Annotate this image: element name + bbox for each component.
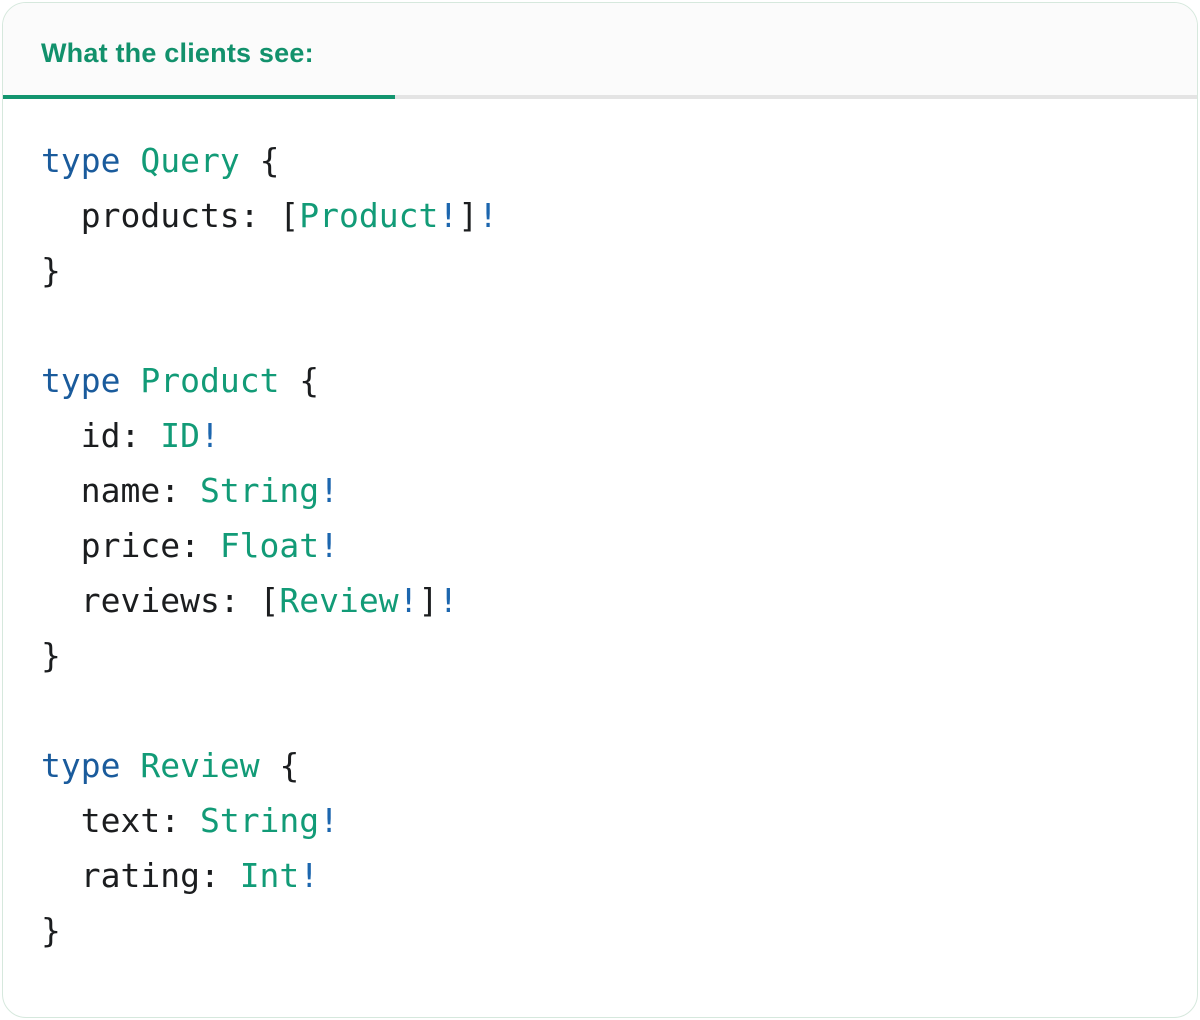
tab-divider [3,95,1197,99]
code-token-bang: ! [199,416,220,455]
code-token-ty: Review [279,581,399,620]
code-line: rating: Int! [41,848,1159,903]
code-token-bang: ! [319,801,340,840]
code-token-ty: ID [160,416,200,455]
code-token-ty: Query [140,141,240,180]
code-token-pl: { [239,141,280,180]
code-line: price: Float! [41,518,1159,573]
code-token-pl: text: [41,801,200,840]
code-token-pl: name: [41,471,200,510]
code-block: type Query { products: [Product!]!} type… [3,99,1197,998]
code-token-ty: Product [140,361,280,400]
code-line: products: [Product!]! [41,188,1159,243]
code-token-pl: } [41,911,61,950]
graphql-schema-code: type Query { products: [Product!]!} type… [41,133,1159,958]
code-token-bang: ! [299,856,320,895]
code-token-pl: price: [41,526,220,565]
code-token-bang: ! [319,471,340,510]
code-line: } [41,628,1159,683]
code-token-pl: id: [41,416,161,455]
code-line: } [41,243,1159,298]
code-token-bang: ! [319,526,340,565]
code-token-kw: type [41,361,121,400]
tab-bar: What the clients see: [3,3,1197,95]
code-token-bang: ! [438,196,459,235]
active-tab-indicator [3,95,395,99]
code-token-pl: } [41,636,61,675]
code-token-pl: ] [458,196,479,235]
code-line [41,683,1159,738]
code-line [41,298,1159,353]
code-token-ty: Float [219,526,320,565]
code-line: id: ID! [41,408,1159,463]
code-token-kw: type [41,746,121,785]
code-token-ty: Review [140,746,260,785]
tab-what-clients-see[interactable]: What the clients see: [41,38,314,69]
code-line: } [41,903,1159,958]
code-token-pl [120,141,140,180]
code-token-pl: { [279,361,320,400]
code-line: type Query { [41,133,1159,188]
code-token-pl: reviews: [ [41,581,280,620]
code-token-pl: products: [ [41,196,300,235]
code-token-bang: ! [478,196,498,235]
code-line: type Review { [41,738,1159,793]
code-token-ty: String [199,471,320,510]
code-line: type Product { [41,353,1159,408]
code-token-ty: Int [239,856,300,895]
code-line: reviews: [Review!]! [41,573,1159,628]
code-token-pl: ] [418,581,439,620]
code-token-pl [120,746,140,785]
code-token-ty: Product [299,196,439,235]
code-token-ty: String [199,801,320,840]
code-token-pl [120,361,140,400]
code-line: name: String! [41,463,1159,518]
code-token-bang: ! [398,581,419,620]
code-line: text: String! [41,793,1159,848]
code-token-pl: { [259,746,300,785]
code-token-pl: rating: [41,856,240,895]
tab-label: What the clients see: [41,37,314,68]
code-token-kw: type [41,141,121,180]
code-token-bang: ! [438,581,459,620]
code-token-pl: } [41,251,61,290]
